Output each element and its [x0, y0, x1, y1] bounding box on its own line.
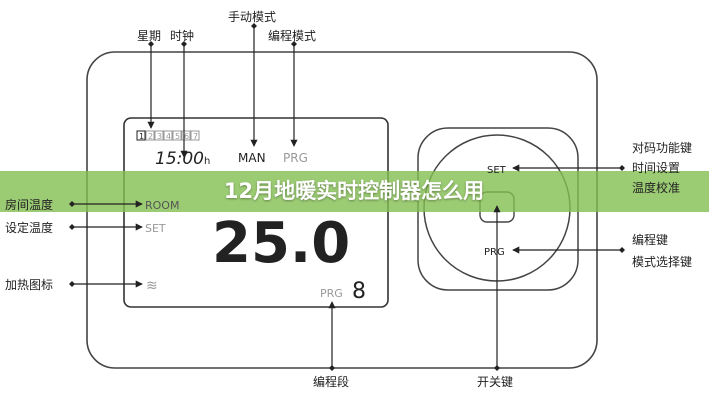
label-manual-mode: 手动模式	[228, 10, 276, 24]
label-time-setting: 时间设置	[632, 161, 680, 175]
lcd-prg: PRG	[283, 151, 308, 165]
lcd-time: 15:00	[155, 149, 204, 169]
lcd-prg-segment-label: PRG	[320, 287, 343, 300]
svg-text:4: 4	[166, 132, 171, 141]
set-button-label[interactable]: SET	[487, 165, 507, 176]
lcd-man: MAN	[238, 151, 266, 165]
label-set-temp: 设定温度	[5, 220, 53, 235]
prg-button-label[interactable]: PRG	[484, 247, 505, 258]
svg-text:7: 7	[193, 132, 198, 141]
label-program-segment: 编程段	[313, 374, 349, 389]
label-power-key: 开关键	[477, 375, 513, 389]
label-pair-key: 对码功能键	[632, 141, 692, 155]
svg-text:2: 2	[148, 132, 153, 141]
heating-symbol: ≋	[146, 278, 158, 294]
lcd-time-unit: h	[204, 156, 210, 167]
label-temp-calibration: 温度校准	[632, 180, 680, 195]
label-program-key: 编程键	[632, 232, 668, 247]
svg-text:1: 1	[139, 132, 144, 141]
label-clock: 时钟	[170, 28, 194, 43]
lcd-room: ROOM	[145, 199, 179, 212]
label-program-mode: 编程模式	[268, 28, 316, 43]
svg-text:5: 5	[175, 132, 180, 141]
svg-text:3: 3	[157, 132, 162, 141]
label-heating-icon: 加热图标	[5, 278, 53, 292]
label-mode-select-key: 模式选择键	[632, 255, 692, 269]
svg-text:6: 6	[184, 132, 189, 141]
label-room-temp: 房间温度	[5, 197, 53, 212]
lcd-temperature: 25.0	[212, 211, 350, 276]
weekday-indicators: 1 2 3 4 5 6 7	[136, 130, 200, 141]
banner-title: 12月地暖实时控制器怎么用	[223, 179, 485, 203]
label-weekday: 星期	[137, 29, 161, 43]
lcd-prg-segment-value: 8	[352, 279, 366, 304]
lcd-set: SET	[145, 222, 166, 235]
